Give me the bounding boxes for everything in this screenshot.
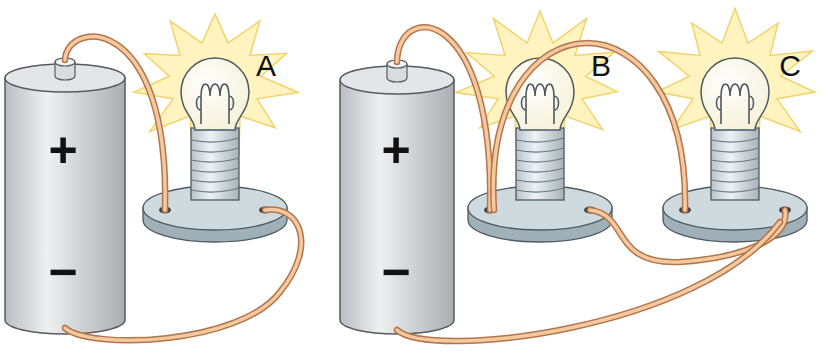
light-burst bbox=[657, 8, 815, 150]
polarity-sign: + bbox=[381, 125, 410, 175]
wire-core bbox=[493, 43, 685, 210]
screw-thread bbox=[191, 148, 239, 152]
screw-thread bbox=[711, 168, 759, 172]
screw-thread bbox=[711, 178, 759, 182]
screw-thread bbox=[516, 158, 564, 162]
screw-thread bbox=[516, 138, 564, 142]
screw-thread bbox=[516, 168, 564, 172]
screw-thread bbox=[191, 188, 239, 192]
screw-thread bbox=[711, 158, 759, 162]
screw-thread bbox=[191, 178, 239, 182]
polarity-sign: − bbox=[48, 247, 77, 297]
wire bbox=[590, 210, 785, 262]
wire-outline bbox=[397, 27, 490, 210]
bulb-label: B bbox=[591, 51, 611, 81]
wire-outline bbox=[493, 43, 685, 210]
screw-thread bbox=[711, 138, 759, 142]
copper-wires bbox=[65, 27, 785, 341]
wire bbox=[397, 222, 780, 341]
wire-outline bbox=[65, 210, 301, 341]
polarity-sign: − bbox=[381, 247, 410, 297]
wire bbox=[65, 210, 301, 341]
screw-thread bbox=[516, 148, 564, 152]
wire-core bbox=[65, 37, 165, 210]
wire-core bbox=[397, 27, 490, 210]
wire-outline bbox=[397, 222, 780, 341]
wire bbox=[65, 37, 165, 210]
wire-core bbox=[590, 210, 785, 262]
filament bbox=[717, 84, 754, 124]
screw-thread bbox=[711, 148, 759, 152]
wire-outline bbox=[65, 37, 165, 210]
bulb-label: A bbox=[256, 51, 276, 81]
screw-base bbox=[516, 128, 564, 200]
screw-thread bbox=[191, 138, 239, 142]
battery-cell bbox=[340, 60, 454, 334]
battery-cells bbox=[5, 58, 454, 334]
screw-thread bbox=[191, 158, 239, 162]
screw-base bbox=[711, 128, 759, 200]
screw-thread bbox=[711, 188, 759, 192]
glass-bulb bbox=[181, 58, 249, 130]
cell-body bbox=[5, 78, 125, 334]
filament bbox=[197, 84, 234, 124]
screw-thread bbox=[516, 178, 564, 182]
wire bbox=[493, 43, 685, 210]
wire bbox=[397, 27, 490, 210]
wire-outline bbox=[590, 210, 785, 262]
glass-bulb bbox=[701, 58, 769, 130]
wire-core bbox=[397, 222, 780, 341]
cell-body bbox=[340, 80, 454, 334]
bulb-label: C bbox=[779, 51, 801, 81]
screw-base bbox=[191, 128, 239, 200]
screw-thread bbox=[191, 168, 239, 172]
filament bbox=[522, 84, 559, 124]
screw-thread bbox=[516, 188, 564, 192]
wire-core bbox=[65, 210, 301, 341]
polarity-sign: + bbox=[48, 125, 77, 175]
battery-cell bbox=[5, 58, 125, 334]
